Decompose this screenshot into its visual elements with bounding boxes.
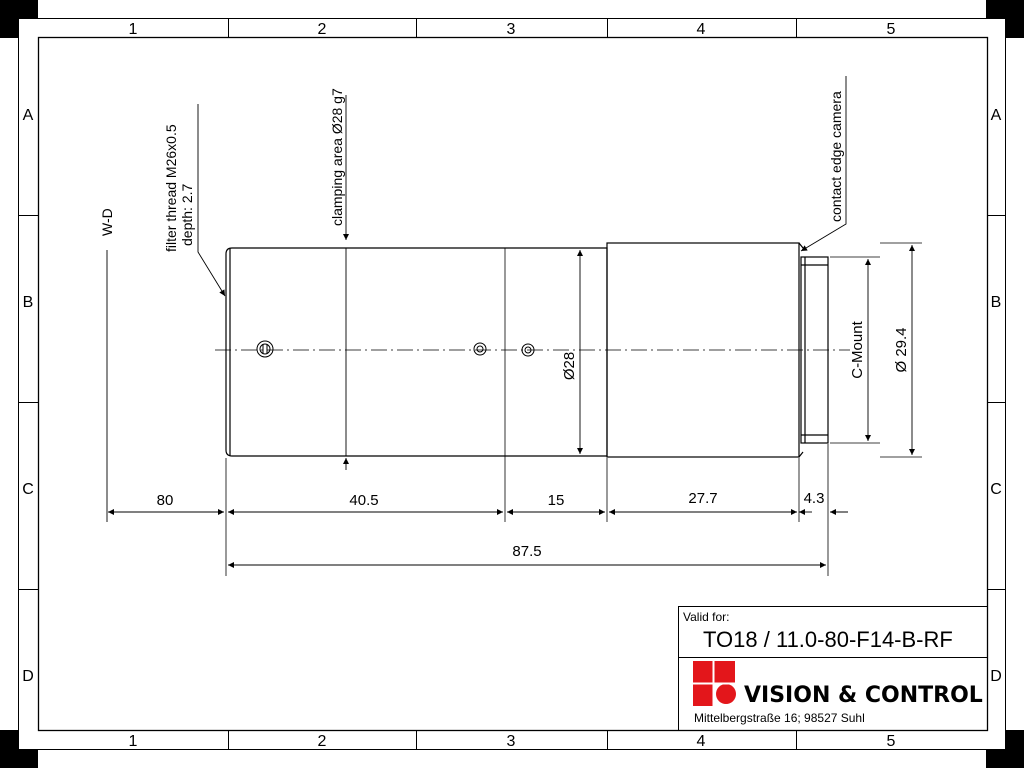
- zone-col-5-top: 5: [887, 21, 896, 38]
- contact-edge-leader: [800, 76, 847, 252]
- working-distance-label: W-D: [99, 208, 115, 236]
- zone-row-b-right: B: [991, 294, 1002, 311]
- extension-lines: [225, 242, 922, 576]
- zone-col-4-top: 4: [697, 21, 706, 38]
- zone-row-a-left: A: [23, 107, 34, 124]
- zone-row-d-right: D: [990, 668, 1002, 685]
- zone-col-2-top: 2: [318, 21, 327, 38]
- c-mount-label: C-Mount: [849, 320, 866, 378]
- dim-15: 15: [548, 492, 565, 509]
- dimension-lines: [108, 245, 915, 568]
- zone-row-c-left: C: [22, 481, 34, 498]
- zone-col-5-bottom: 5: [887, 733, 896, 750]
- zone-col-1-top: 1: [129, 21, 138, 38]
- dim-4-3: 4.3: [804, 490, 825, 507]
- dim-working-distance: 80: [157, 492, 174, 509]
- part-number: TO18 / 11.0-80-F14-B-RF: [703, 627, 953, 652]
- zone-col-3-top: 3: [507, 21, 516, 38]
- company-address: Mittelbergstraße 16; 98527 Suhl: [694, 711, 865, 725]
- title-block: Valid for: TO18 / 11.0-80-F14-B-RF VISIO…: [678, 606, 988, 731]
- zone-col-4-bottom: 4: [697, 733, 706, 750]
- dim-diameter-29-4: Ø 29.4: [893, 327, 910, 372]
- dim-40-5: 40.5: [349, 492, 378, 509]
- filter-thread-label: filter thread M26x0.5: [163, 124, 179, 252]
- company-name: VISION & CONTROL: [744, 683, 983, 708]
- contact-edge-label: contact edge camera: [828, 91, 844, 222]
- clamp-screw: [256, 340, 274, 358]
- zone-row-a-right: A: [991, 107, 1002, 124]
- zone-col-2-bottom: 2: [318, 733, 327, 750]
- dim-87-5: 87.5: [512, 543, 541, 560]
- zone-col-1-bottom: 1: [129, 733, 138, 750]
- dim-diameter-28: Ø28: [561, 352, 578, 380]
- company-logo: [693, 661, 736, 707]
- zone-row-b-left: B: [23, 294, 34, 311]
- filter-depth-label: depth: 2.7: [179, 184, 195, 246]
- screw-holes: [256, 340, 535, 358]
- drawing-frame: [18, 18, 1006, 750]
- zone-row-c-right: C: [990, 481, 1002, 498]
- set-screw-1: [473, 342, 487, 356]
- zone-col-3-bottom: 3: [507, 733, 516, 750]
- zone-labels: 1 2 3 4 5 1 2 3 4 5 A B C D A B C D: [22, 21, 1002, 750]
- valid-for-label: Valid for:: [683, 610, 729, 624]
- zone-row-d-left: D: [22, 668, 34, 685]
- dim-27-7: 27.7: [688, 490, 717, 507]
- clamping-area-label: clamping area Ø28 g7: [329, 88, 345, 226]
- filter-thread-leader: [197, 104, 226, 297]
